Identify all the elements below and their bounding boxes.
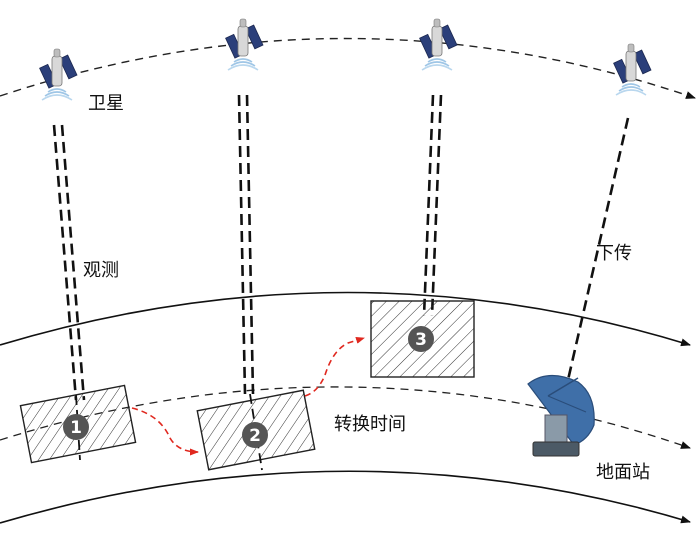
- svg-text:1: 1: [70, 418, 82, 438]
- observation-beam-3: [422, 94, 443, 317]
- observe-label: 观测: [83, 260, 119, 281]
- satellite-icon-3: [418, 18, 458, 71]
- satellite-icon-4: [612, 43, 652, 96]
- swath-upper-boundary: [0, 291, 691, 347]
- svg-text:3: 3: [415, 330, 427, 350]
- satellite-dish-icon: [527, 374, 595, 457]
- transfer-arrow-1-to-2: [131, 407, 199, 456]
- downlink-beam: [566, 117, 630, 381]
- transfer-time-label: 转换时间: [334, 414, 406, 435]
- region-marker-3: 3: [408, 326, 434, 352]
- swath-lower-boundary: [0, 470, 691, 524]
- transfer-arrow-2-to-3: [304, 337, 365, 397]
- svg-text:2: 2: [249, 426, 261, 446]
- satellite-orbit: [0, 37, 696, 99]
- satellite-icon-2: [224, 18, 264, 71]
- observation-beam-1: [52, 124, 86, 401]
- satellite-label: 卫星: [88, 93, 124, 114]
- ground-station-label: 地面站: [596, 462, 650, 483]
- region-marker-2: 2: [242, 422, 268, 448]
- downlink-label: 下传: [596, 243, 632, 264]
- satellite-icon-1: [38, 48, 78, 101]
- observation-beam-2: [237, 94, 255, 395]
- region-marker-1: 1: [63, 414, 89, 440]
